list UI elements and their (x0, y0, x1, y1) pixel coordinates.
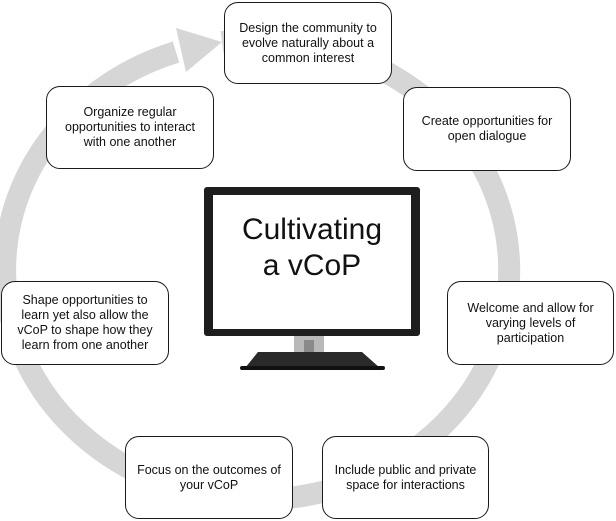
node-text-line: varying levels of (485, 315, 576, 330)
node-design-community: Design the community to evolve naturally… (224, 2, 392, 84)
node-text-line: learn from one another (21, 338, 149, 352)
node-text-line: Focus on the outcomes of (137, 462, 281, 477)
node-text-line: evolve naturally about a (241, 35, 375, 50)
node-text-line: learn yet also allow the (21, 308, 149, 322)
node-text-line: participation (496, 330, 565, 345)
node-organize-regular: Organize regular opportunities to intera… (46, 86, 214, 169)
monitor-icon (204, 187, 420, 370)
node-text-line: opportunities to interact (65, 120, 195, 134)
node-text-line: common interest (261, 50, 355, 65)
node-text-line: space for interactions (346, 477, 465, 492)
node-text-line: Create opportunities for (421, 114, 553, 128)
node-text-line: Include public and private (334, 462, 477, 477)
node-open-dialogue: Create opportunities for open dialogue (403, 87, 571, 171)
node-focus-outcomes: Focus on the outcomes of your vCoP (125, 436, 293, 519)
node-public-private-space: Include public and private space for int… (322, 436, 489, 519)
node-text-line: Welcome and allow for (467, 300, 594, 315)
node-text-line: your vCoP (179, 477, 239, 492)
cycle-arrowhead (176, 28, 222, 72)
center-title-line1: Cultivating (241, 213, 383, 246)
node-shape-opportunities: Shape opportunities to learn yet also al… (1, 281, 169, 365)
node-text-line: Shape opportunities to (22, 293, 148, 307)
node-text-line: Design the community to (239, 20, 377, 35)
center-title-line2: a vCoP (262, 249, 362, 282)
node-participation: Welcome and allow for varying levels of … (447, 281, 614, 365)
node-text-line: with one another (83, 135, 177, 149)
node-text-line: open dialogue (447, 129, 527, 143)
node-text-line: Organize regular (83, 105, 177, 119)
center-title: Cultivating a vCoP (214, 212, 410, 284)
node-text-line: vCoP to shape how they (17, 323, 153, 337)
